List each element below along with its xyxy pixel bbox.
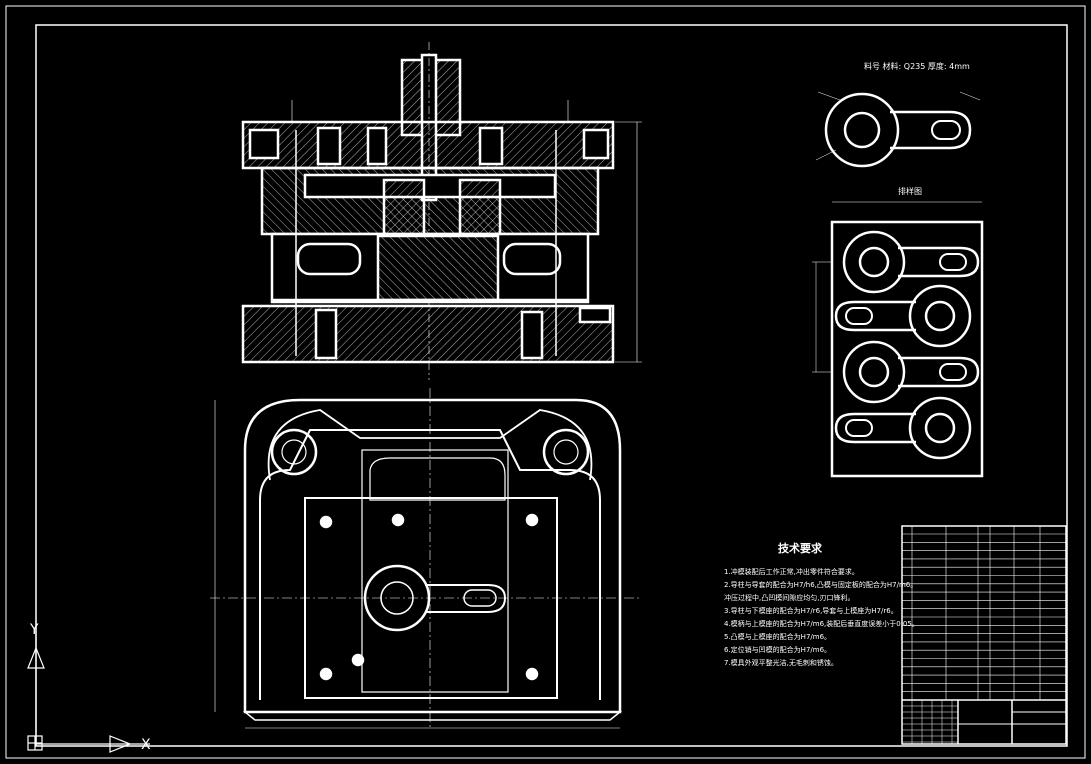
layout-view-title: 排样图 [898, 186, 922, 196]
ucs-icon[interactable]: Y X [27, 620, 151, 753]
die-section-view [241, 42, 642, 380]
technical-requirements: 技术要求 1.冲模装配后工作正常,冲出零件符合要求。 2.导柱与导套的配合为H7… [724, 541, 919, 667]
die-plan-view [210, 388, 640, 730]
tech-req-item: 7.模具外观平整光洁,无毛刺和锈蚀。 [724, 658, 838, 667]
tech-req-item: 1.冲模装配后工作正常,冲出零件符合要求。 [724, 567, 859, 576]
tech-req-item: 6.定位销与凹模的配合为H7/m6。 [724, 645, 831, 654]
tech-req-item: 2.导柱与导套的配合为H7/h6,凸模与固定板的配合为H7/m6。 [724, 580, 917, 589]
ucs-y-label: Y [29, 622, 39, 638]
tech-req-item: 4.模柄与上模座的配合为H7/m6,装配后垂直度误差小于0.05。 [724, 619, 919, 628]
drawing-frame [5, 5, 1086, 759]
tech-req-title: 技术要求 [778, 541, 823, 555]
ucs-x-label: X [141, 737, 151, 753]
tech-req-item: 冲压过程中,凸凹模间隙应均匀,刃口锋利。 [724, 593, 854, 602]
strip-layout-view: 排样图 [812, 186, 984, 478]
strip-view-title: 料号 材料: Q235 厚度: 4mm [864, 61, 970, 71]
part-drawing: 料号 材料: Q235 厚度: 4mm [815, 61, 981, 168]
tech-req-item: 3.导柱与下模座的配合为H7/r6,导套与上模座为H7/r6。 [724, 606, 898, 615]
title-block [902, 699, 1066, 744]
parts-list-table [901, 525, 1067, 745]
tech-req-item: 5.凸模与上模座的配合为H7/m6。 [724, 632, 831, 641]
